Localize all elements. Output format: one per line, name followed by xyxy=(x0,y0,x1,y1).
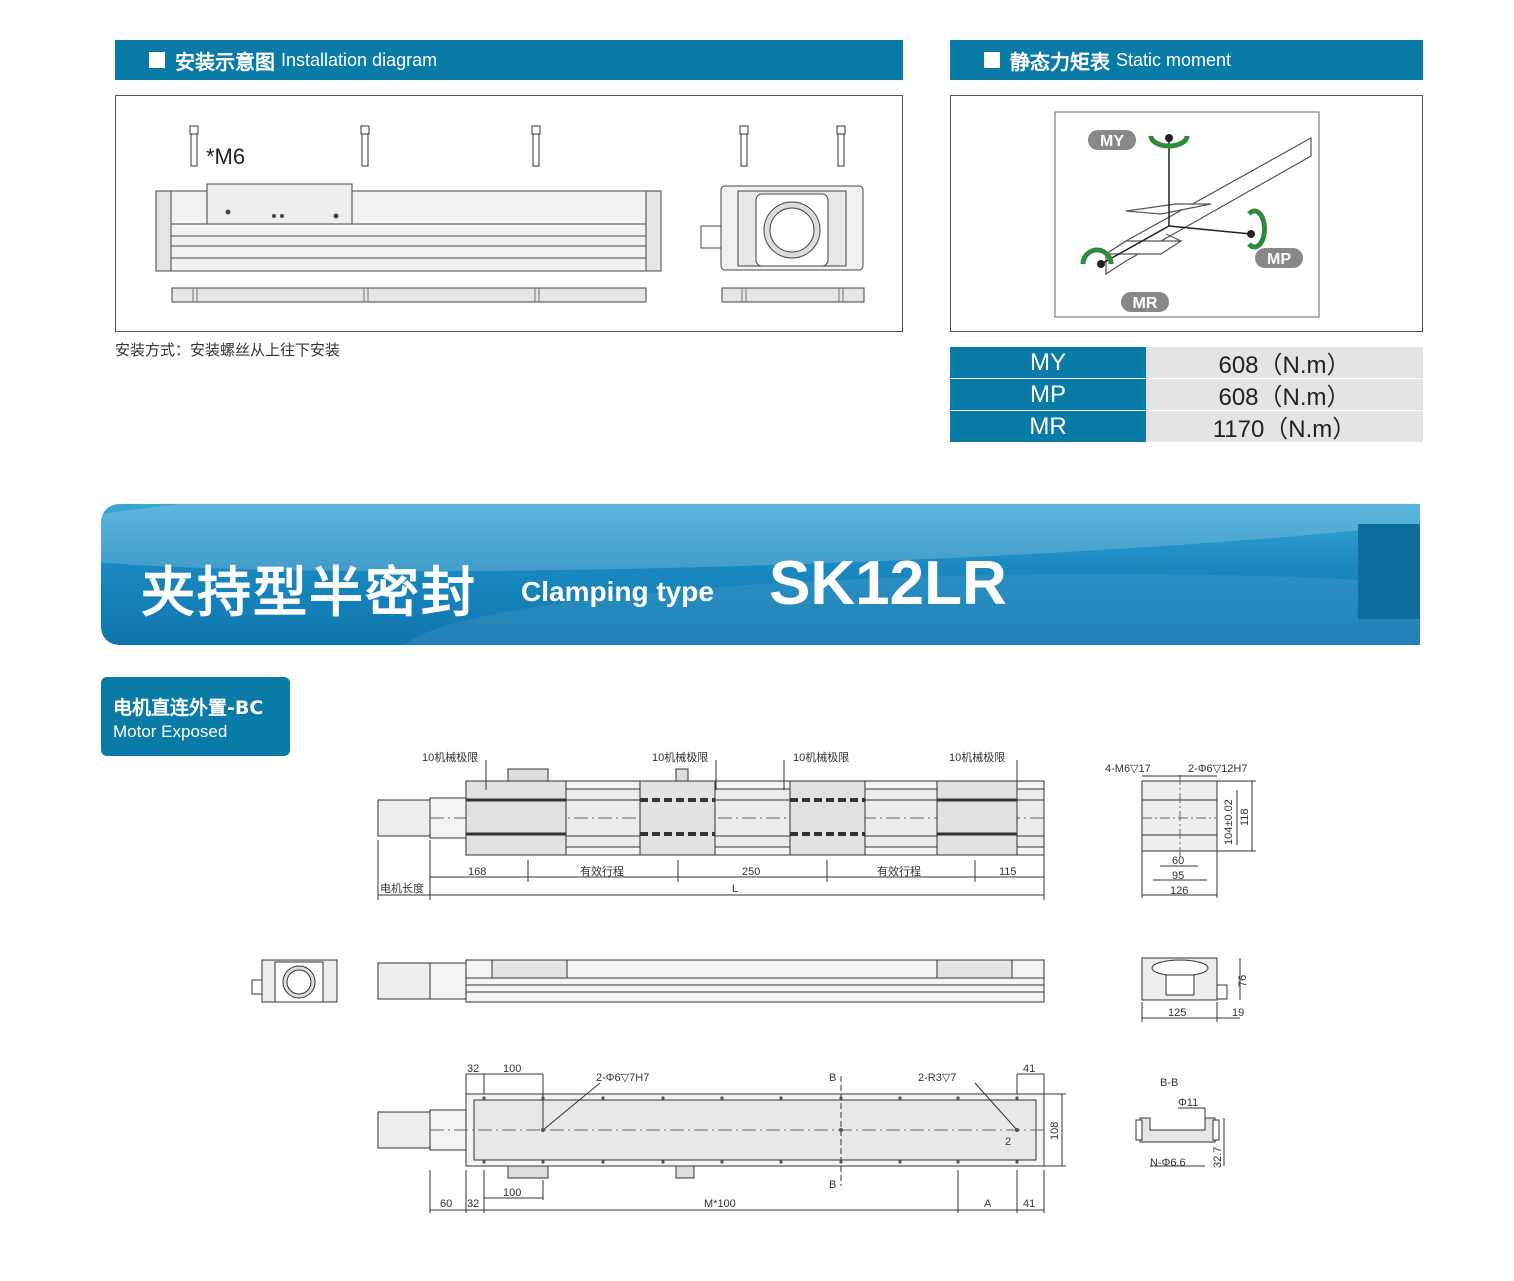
dim-115: 115 xyxy=(999,866,1017,878)
banner-title-en: Clamping type xyxy=(521,576,714,607)
product-banner: 夹持型半密封 Clamping type SK12LR xyxy=(101,504,1420,645)
dim-100: 100 xyxy=(503,1063,521,1075)
moment-value: 608（N.m） xyxy=(1146,347,1423,379)
static-moment-panel: MY MP MR xyxy=(950,95,1423,332)
dim-125: 125 xyxy=(1168,1007,1186,1019)
installation-header-zh: 安装示意图 xyxy=(175,49,275,74)
screw-icon xyxy=(836,125,846,167)
dim-100: 100 xyxy=(503,1187,521,1199)
axis-label-mr: MR xyxy=(1133,295,1158,312)
square-bullet-icon xyxy=(984,52,1000,68)
length-L: L xyxy=(732,883,738,895)
dim-32: 32 xyxy=(467,1198,479,1210)
axis-label-my: MY xyxy=(1100,133,1124,150)
dim-95: 95 xyxy=(1172,870,1184,882)
dim-60: 60 xyxy=(1172,855,1184,867)
moment-value: 1170（N.m） xyxy=(1146,411,1423,443)
section-title: B-B xyxy=(1160,1077,1178,1089)
dim-41: 41 xyxy=(1023,1198,1035,1210)
slot-label: 2-R3▽7 xyxy=(918,1072,956,1084)
pin-holes-label: 2-Φ6▽7H7 xyxy=(596,1072,649,1084)
dim-41: 41 xyxy=(1023,1063,1035,1075)
screw-icon xyxy=(189,125,199,167)
bottom-view xyxy=(377,1073,1066,1213)
dim-60: 60 xyxy=(440,1198,452,1210)
limit-label: 10机械极限 xyxy=(793,750,849,764)
moment-key: MP xyxy=(950,379,1146,410)
dim-76: 76 xyxy=(1237,975,1249,987)
screw-icon xyxy=(360,125,370,167)
variant-title-zh: 电机直连外置-BC xyxy=(113,697,264,719)
limit-label: 10机械极限 xyxy=(422,750,478,764)
screw-icon xyxy=(739,125,749,167)
dim-m100: M*100 xyxy=(704,1198,736,1210)
pin-label: 2-Φ6▽12H7 xyxy=(1188,763,1247,775)
thread-label: 4-M6▽17 xyxy=(1105,763,1151,775)
static-moment-table: MY 608（N.m） MP 608（N.m） MR 1170（N.m） xyxy=(950,347,1423,443)
dim-118: 118 xyxy=(1239,808,1251,826)
moment-key: MR xyxy=(950,411,1146,442)
limit-label: 10机械极限 xyxy=(652,750,708,764)
dim-19: 19 xyxy=(1232,1007,1244,1019)
static-moment-header-en: Static moment xyxy=(1116,49,1232,70)
end-view xyxy=(1141,775,1256,898)
table-row: MR 1170（N.m） xyxy=(950,411,1423,443)
installation-diagram: *M6 xyxy=(155,125,865,303)
top-view xyxy=(377,760,1045,900)
dim-A: A xyxy=(984,1198,992,1210)
axis-label-mp: MP xyxy=(1267,251,1291,268)
dim-32: 32 xyxy=(467,1063,479,1075)
motor-length-label: 电机长度 xyxy=(380,881,424,895)
dim-168: 168 xyxy=(468,866,486,878)
section-mark: B xyxy=(829,1072,836,1084)
limit-label: 10机械极限 xyxy=(949,750,1005,764)
rotation-arrow-icon xyxy=(1247,208,1268,250)
dim-126: 126 xyxy=(1170,885,1188,897)
label-2: 2 xyxy=(1005,1136,1011,1148)
stroke-label: 有效行程 xyxy=(877,864,921,878)
static-moment-header: 静态力矩表 Static moment xyxy=(950,40,1423,80)
moment-value: 608（N.m） xyxy=(1146,379,1423,411)
table-row: MP 608（N.m） xyxy=(950,379,1423,411)
moment-axis-diagram: MY MP MR xyxy=(1054,111,1320,318)
dim-11: Φ11 xyxy=(1178,1097,1198,1109)
side-view xyxy=(251,957,1241,1022)
table-row: MY 608（N.m） xyxy=(950,347,1423,379)
screw-icon xyxy=(531,125,541,167)
static-moment-header-zh: 静态力矩表 xyxy=(1010,49,1110,74)
variant-title-en: Motor Exposed xyxy=(113,722,228,741)
dim-108: 108 xyxy=(1049,1122,1061,1140)
variant-tag: 电机直连外置-BC Motor Exposed xyxy=(101,677,290,756)
square-bullet-icon xyxy=(149,52,165,68)
stroke-label: 有效行程 xyxy=(580,864,624,878)
holes-label: N-Φ6.6 xyxy=(1150,1157,1186,1169)
rotation-arrow-icon xyxy=(1148,135,1190,149)
dim-250: 250 xyxy=(742,866,760,878)
rotation-arrow-icon xyxy=(1080,247,1114,265)
banner-title-zh: 夹持型半密封 xyxy=(141,561,477,624)
installation-caption: 安装方式：安装螺丝从上往下安装 xyxy=(115,341,341,359)
installation-header: 安装示意图 Installation diagram xyxy=(115,40,903,80)
section-bb xyxy=(1135,1107,1225,1167)
section-mark: B xyxy=(829,1179,836,1191)
dim-104: 104±0.02 xyxy=(1223,799,1235,845)
installation-diagram-panel: *M6 xyxy=(115,95,903,332)
installation-header-en: Installation diagram xyxy=(281,49,438,70)
dim-32-7: 32.7 xyxy=(1212,1147,1224,1168)
screw-label: *M6 xyxy=(206,144,245,169)
moment-key: MY xyxy=(950,347,1146,378)
banner-model: SK12LR xyxy=(769,549,1007,618)
